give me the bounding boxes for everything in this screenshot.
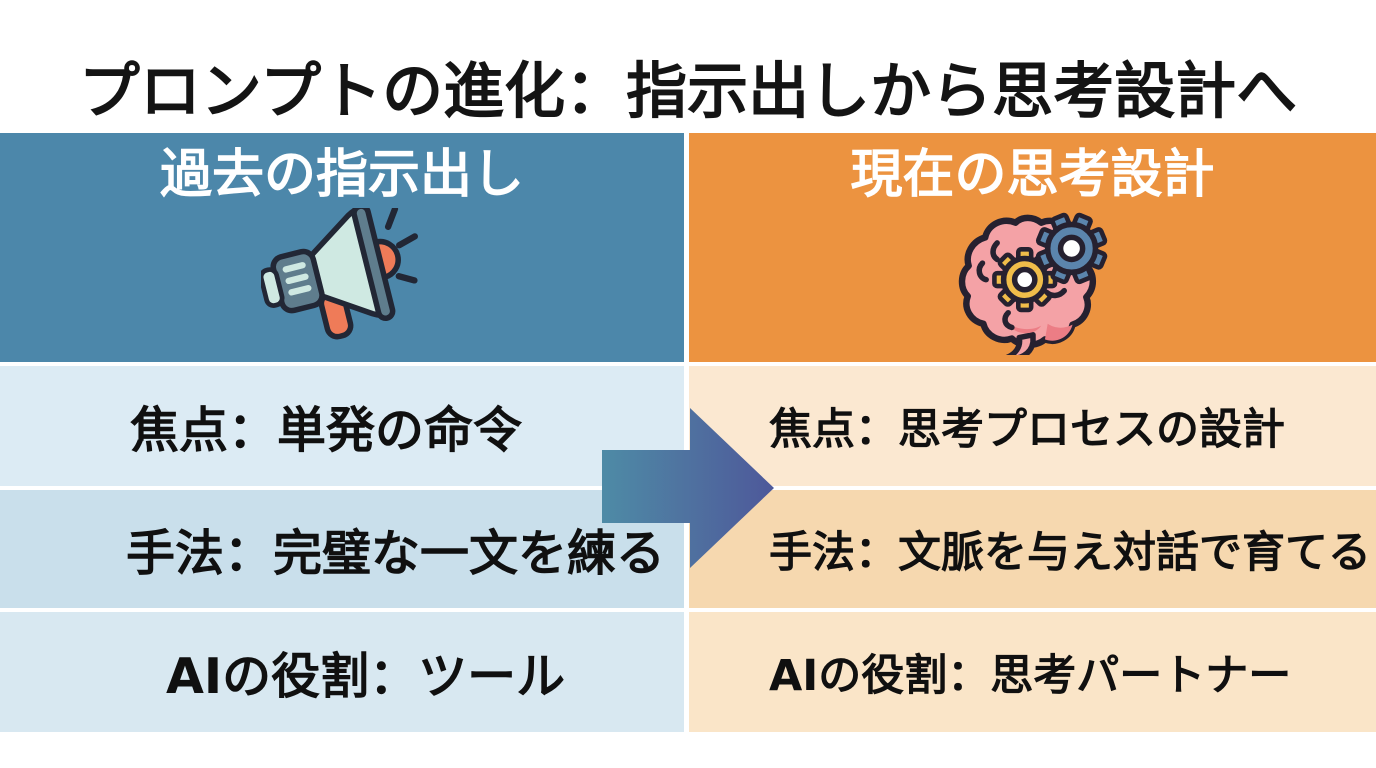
past-row-method-label: 手法：完璧な一文を練る: [126, 524, 666, 582]
present-row-method-label: 手法：文脈を与え対話で育てる: [769, 528, 1371, 578]
present-row-ai-role-label: AIの役割：思考パートナー: [769, 651, 1292, 701]
present-row-method: 手法：文脈を与え対話で育てる: [689, 490, 1376, 608]
brain-gears-icon: [954, 208, 1112, 362]
column-header-past: 過去の指示出し: [0, 133, 684, 362]
arrow-right-icon: [598, 403, 778, 571]
past-row-method: 手法：完璧な一文を練る: [0, 490, 684, 608]
column-header-past-label: 過去の指示出し: [159, 145, 524, 205]
comparison-table: 過去の指示出し 現在の思: [0, 133, 1376, 732]
past-row-ai-role-label: AIの役割：ツール: [166, 647, 566, 705]
present-row-focus: 焦点：思考プロセスの設計: [689, 366, 1376, 486]
present-row-ai-role: AIの役割：思考パートナー: [689, 612, 1376, 732]
past-row-focus: 焦点：単発の命令: [0, 366, 684, 486]
column-header-present-label: 現在の思考設計: [850, 145, 1215, 205]
megaphone-icon: [258, 203, 423, 342]
page-title: プロンプトの進化：指示出しから思考設計へ: [78, 55, 1298, 127]
present-row-focus-label: 焦点：思考プロセスの設計: [769, 405, 1285, 455]
past-row-ai-role: AIの役割：ツール: [0, 612, 684, 732]
past-row-focus-label: 焦点：単発の命令: [130, 401, 523, 459]
column-header-present: 現在の思考設計: [689, 133, 1376, 362]
